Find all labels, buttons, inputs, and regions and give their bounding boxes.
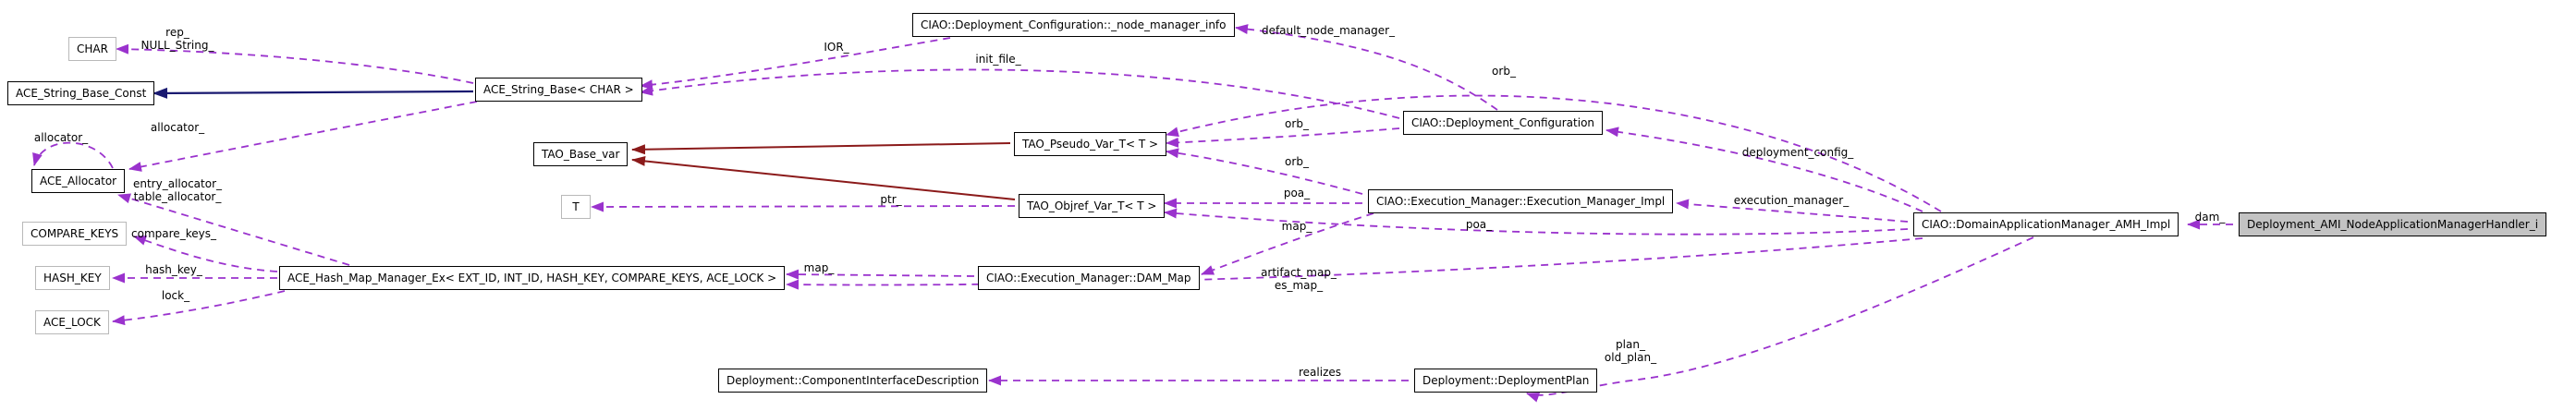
- edge-lock: [112, 290, 286, 326]
- edge-ptr: [591, 201, 1016, 212]
- edge-deployment-config: [1605, 127, 1923, 212]
- edge-label-default-node-manager: default_node_manager_: [1261, 24, 1396, 37]
- edge-ior: [640, 37, 951, 91]
- edge-label-ior: IOR_: [824, 41, 849, 54]
- edge-execution-manager: [1676, 199, 1909, 223]
- edge-label-rep: rep_: [165, 26, 189, 39]
- edge-compare-keys: [133, 236, 278, 272]
- edge-orb-exec: [1166, 148, 1363, 195]
- edge-label-table-allocator: table_allocator_: [133, 190, 222, 203]
- edge-label-poa-exec: poa_: [1283, 187, 1311, 199]
- edge-label-ptr: ptr_: [880, 193, 902, 206]
- class-node-ace-lock: ACE_LOCK: [35, 310, 109, 334]
- class-node-compare-keys: COMPARE_KEYS: [22, 222, 128, 246]
- class-node-execution-manager-impl[interactable]: CIAO::Execution_Manager::Execution_Manag…: [1368, 189, 1674, 213]
- edge-label-orb-config: orb_: [1285, 117, 1309, 130]
- edge-label-old-plan: old_plan_: [1604, 351, 1657, 364]
- edge-label-orb-domain: orb_: [1492, 65, 1516, 78]
- edge-poa-domain: [1164, 208, 1909, 236]
- edge-label-execution-manager: execution_manager_: [1733, 194, 1850, 207]
- edge-orb-config: [1166, 127, 1400, 148]
- edge-label-compare-keys: compare_keys_: [131, 227, 216, 240]
- edge-label-plan: plan_: [1616, 338, 1645, 351]
- edge-label-poa-domain: poa_: [1465, 218, 1493, 231]
- class-node-dam-map[interactable]: CIAO::Execution_Manager::DAM_Map: [978, 266, 1200, 290]
- edge-label-hash-key: hash_key_: [145, 263, 202, 276]
- edge-default-node-manager: [1235, 24, 1498, 111]
- edge-label-init-file: init_file_: [975, 53, 1021, 66]
- edge-label-es-map: es_map_: [1274, 279, 1324, 292]
- edge-map-exec: [1201, 212, 1374, 275]
- edge-label-orb-exec: orb_: [1285, 155, 1309, 168]
- edge-label-allocator-self: allocator_: [33, 131, 89, 144]
- edge-label-deployment-config: deployment_config_: [1741, 146, 1854, 159]
- class-node-component-interface-description[interactable]: Deployment::ComponentInterfaceDescriptio…: [718, 369, 988, 393]
- edge-objrefvar-inherits-basevar: [631, 155, 1016, 200]
- class-node-node-manager-info[interactable]: CIAO::Deployment_Configuration::_node_ma…: [912, 13, 1235, 37]
- class-node-ace-hash-map-manager-ex[interactable]: ACE_Hash_Map_Manager_Ex< EXT_ID, INT_ID,…: [279, 266, 786, 290]
- class-node-deployment-ami-nodeapplicationmanagerhandler-i: Deployment_AMI_NodeApplicationManagerHan…: [2239, 212, 2547, 236]
- edge-pseudovar-inherits-basevar: [631, 142, 1011, 155]
- edge-plan-old-plan: [1526, 236, 2034, 403]
- class-node-domain-application-manager-amh-impl[interactable]: CIAO::DomainApplicationManager_AMH_Impl: [1913, 212, 2179, 236]
- class-node-hash-key: HASH_KEY: [35, 266, 110, 290]
- class-node-tao-pseudo-var-t[interactable]: TAO_Pseudo_Var_T< T >: [1014, 132, 1167, 156]
- edge-label-artifact-map: artifact_map_: [1261, 266, 1337, 279]
- edge-init-file: [640, 68, 1400, 119]
- edge-orb-domain: [1166, 94, 1942, 212]
- class-node-t: T: [561, 195, 591, 219]
- edge-entry-table-allocator: [117, 193, 350, 266]
- edge-label-realizes: realizes: [1298, 366, 1342, 379]
- edge-rep-null-string: [116, 43, 474, 84]
- edge-label-dam: dam_: [2194, 211, 2226, 224]
- edge-artifact-es-map: [786, 237, 1923, 290]
- edge-stringbase-inherits-stringconst: [153, 87, 474, 99]
- edge-allocator-self-loop: [32, 141, 114, 169]
- class-node-char: CHAR: [68, 37, 116, 61]
- class-node-ace-string-base-char[interactable]: ACE_String_Base< CHAR >: [475, 78, 642, 102]
- edge-label-allocator: allocator_: [150, 121, 205, 134]
- class-node-ace-allocator[interactable]: ACE_Allocator: [31, 169, 126, 193]
- edge-allocator-from-stringbase: [128, 101, 478, 172]
- edge-map-dammap-hashmap: [786, 269, 975, 280]
- class-node-tao-objref-var-t[interactable]: TAO_Objref_Var_T< T >: [1019, 194, 1166, 218]
- class-node-ace-string-base-const[interactable]: ACE_String_Base_Const: [7, 81, 155, 105]
- class-node-deployment-configuration[interactable]: CIAO::Deployment_Configuration: [1403, 111, 1604, 135]
- edge-label-entry-allocator: entry_allocator_: [132, 177, 223, 190]
- class-node-tao-base-var[interactable]: TAO_Base_var: [533, 142, 629, 166]
- edge-label-null-string: NULL_String_: [140, 39, 214, 52]
- edge-label-lock: lock_: [161, 289, 190, 302]
- edge-label-map-hashmap: map_: [803, 261, 835, 274]
- class-node-deployment-plan[interactable]: Deployment::DeploymentPlan: [1414, 369, 1598, 393]
- edge-label-map-exec: map_: [1281, 220, 1312, 233]
